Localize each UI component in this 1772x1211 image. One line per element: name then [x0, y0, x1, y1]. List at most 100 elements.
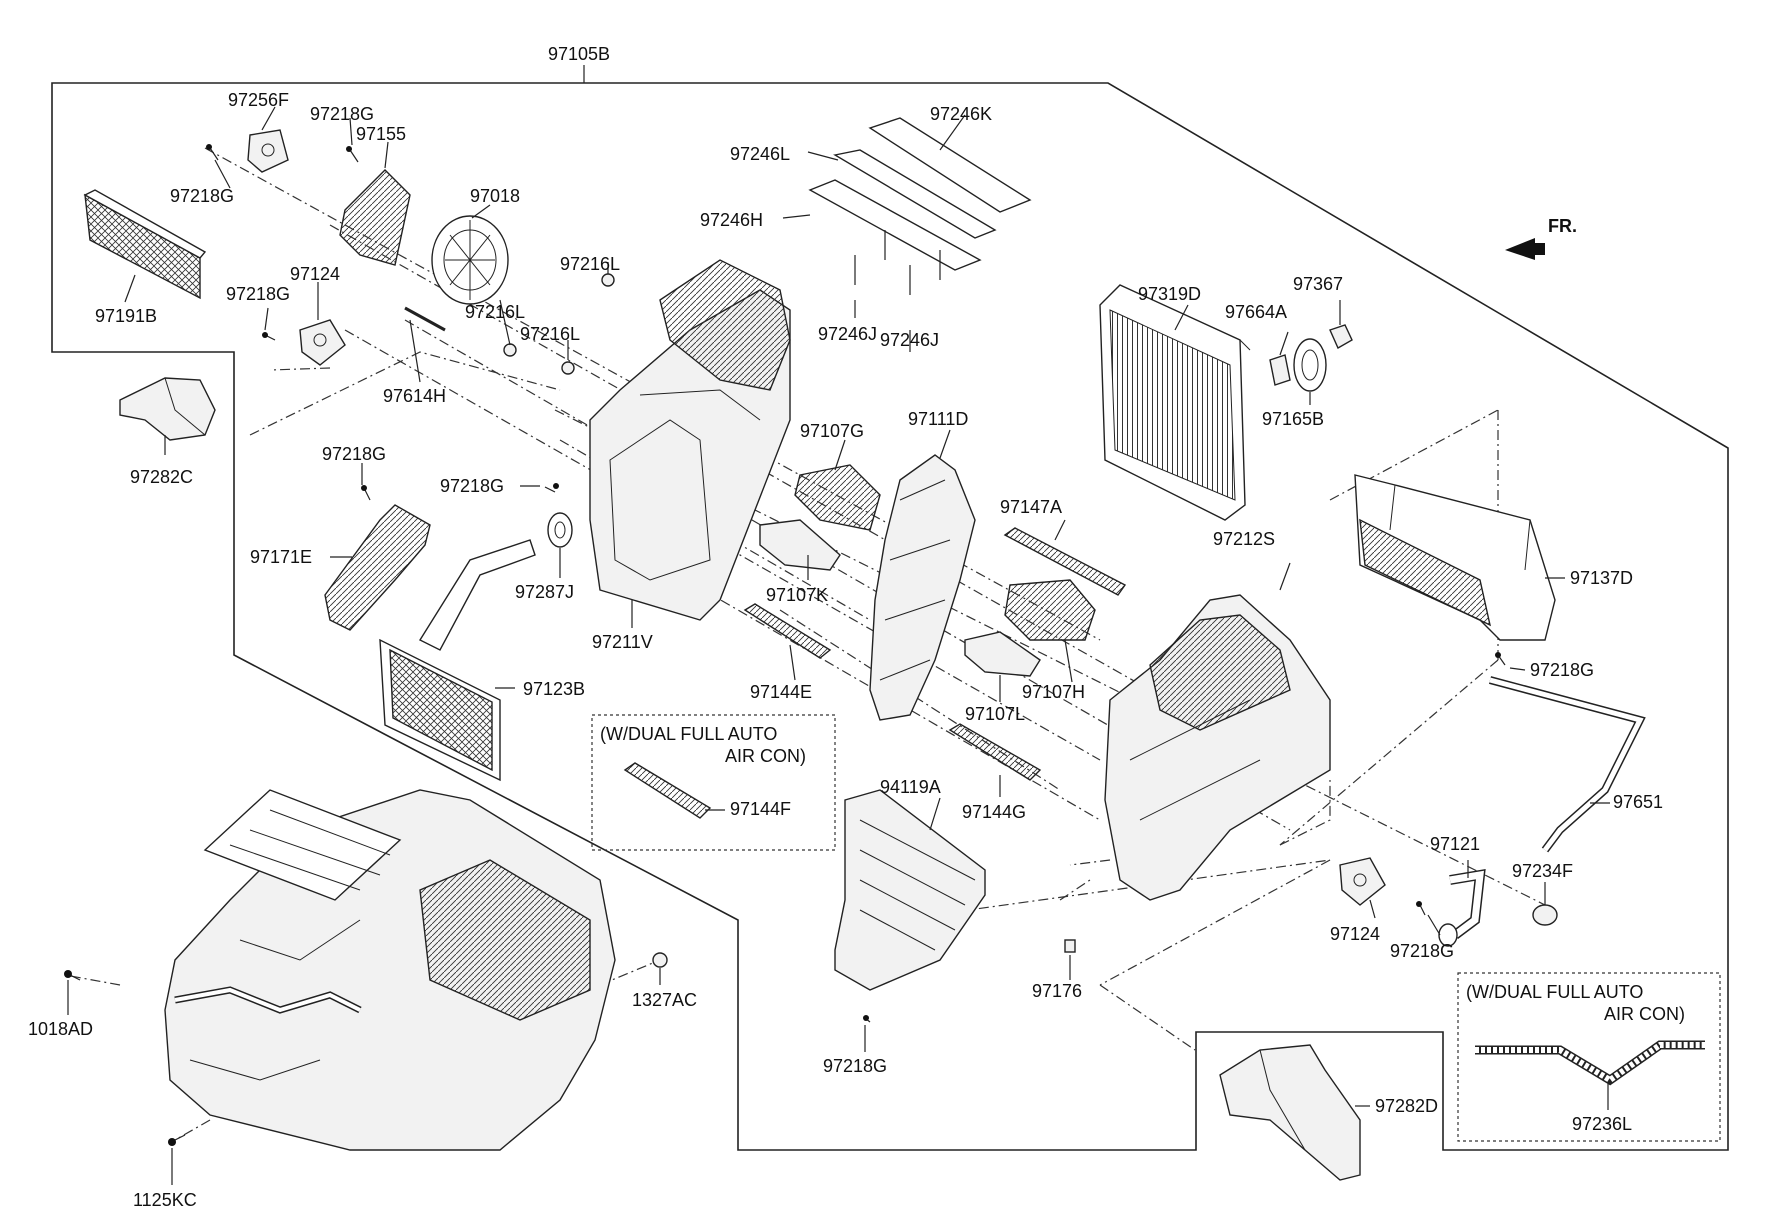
- label-97218G: 97218G: [226, 284, 290, 304]
- leader-lines: [67, 106, 1610, 1185]
- actuator-97124-left: [262, 319, 346, 366]
- fan-97018: [431, 215, 509, 305]
- note-2-line1: (W/DUAL FULL AUTO: [1466, 982, 1643, 1002]
- front-direction-arrow-icon: [1505, 238, 1545, 260]
- label-97191B: 97191B: [95, 306, 157, 326]
- label-97123B: 97123B: [523, 679, 585, 699]
- screw-97218G-left: [206, 144, 219, 161]
- door-97107K: [759, 519, 841, 571]
- label-1327AC: 1327AC: [632, 990, 697, 1010]
- duct-97282D: [1219, 1044, 1361, 1181]
- label-97218G: 97218G: [1390, 941, 1454, 961]
- label-97107G: 97107G: [800, 421, 864, 441]
- rod-97144G: [948, 723, 1042, 781]
- hose-97651: [1488, 676, 1646, 853]
- label-97144F: 97144F: [730, 799, 791, 819]
- hvac-assembly-complete: [64, 789, 668, 1151]
- label-97234F: 97234F: [1512, 861, 1573, 881]
- note-1-line1: (W/DUAL FULL AUTO: [600, 724, 777, 744]
- assembly-outline: [51, 65, 1729, 1151]
- valve-97367: [1329, 324, 1353, 349]
- bracket-97155: [339, 169, 411, 266]
- label-97282D: 97282D: [1375, 1096, 1438, 1116]
- label-97018: 97018: [470, 186, 520, 206]
- actuator-97256F: [247, 129, 289, 173]
- case-97211V: [589, 259, 791, 621]
- actuator-97124-right: [1339, 857, 1426, 916]
- note-texts: (W/DUAL FULL AUTO AIR CON) (W/DUAL FULL …: [600, 724, 1685, 1024]
- label-97614H: 97614H: [383, 386, 446, 406]
- label-1125KC: 1125KC: [133, 1190, 197, 1210]
- door-97107G: [794, 464, 881, 531]
- screw-97218G-top: [346, 146, 359, 163]
- label-97216L: 97216L: [520, 324, 580, 344]
- label-97147A: 97147A: [1000, 497, 1062, 517]
- label-97246K: 97246K: [930, 104, 992, 124]
- label-97144G: 97144G: [962, 802, 1026, 822]
- front-direction-label: FR.: [1548, 216, 1577, 236]
- case-97212S: [1104, 594, 1331, 901]
- label-97124: 97124: [290, 264, 340, 284]
- label-97218G: 97218G: [322, 444, 386, 464]
- case-97137D: [1354, 474, 1556, 666]
- label-97218G: 97218G: [823, 1056, 887, 1076]
- label-97319D: 97319D: [1138, 284, 1201, 304]
- duct-94119A: [834, 789, 986, 1023]
- grommet-97234F: [1532, 904, 1558, 926]
- gasket-97664A: [1269, 354, 1291, 386]
- label-97218G: 97218G: [170, 186, 234, 206]
- label-97216L: 97216L: [560, 254, 620, 274]
- label-94119A: 94119A: [880, 777, 941, 797]
- heater-core-97123B: [379, 539, 536, 782]
- label-97176: 97176: [1032, 981, 1082, 1001]
- label-97121: 97121: [1430, 834, 1480, 854]
- note-2-line2: AIR CON): [1604, 1004, 1685, 1024]
- label-97664A: 97664A: [1225, 302, 1287, 322]
- label-97216L: 97216L: [465, 302, 525, 322]
- door-97107L: [964, 631, 1041, 677]
- front-direction-indicator: FR.: [1505, 216, 1577, 260]
- label-97236L: 97236L: [1572, 1114, 1632, 1134]
- label-97246L: 97246L: [730, 144, 790, 164]
- clip-97176: [1064, 939, 1076, 953]
- label-97218G: 97218G: [1530, 660, 1594, 680]
- gasket-97165B: [1293, 338, 1327, 392]
- label-97256F: 97256F: [228, 90, 289, 110]
- divider-97111D: [869, 454, 976, 721]
- filter-frames-97246: [808, 117, 1032, 295]
- label-97287J: 97287J: [515, 582, 574, 602]
- note-box-dual-auto-1: [591, 714, 836, 851]
- label-97218G: 97218G: [310, 104, 374, 124]
- label-97107K: 97107K: [766, 585, 828, 605]
- label-97171E: 97171E: [250, 547, 312, 567]
- link-97147A: [1003, 527, 1127, 596]
- seal-97287J: [544, 483, 573, 548]
- part-labels: 97105B 97256F 97218G 97155 97218G 97018 …: [28, 44, 1663, 1210]
- label-97246J: 97246J: [818, 324, 877, 344]
- label-97246J: 97246J: [880, 330, 939, 350]
- rod-97144F: [623, 762, 712, 819]
- filter-97191B: [83, 189, 207, 300]
- note-1-line2: AIR CON): [725, 746, 806, 766]
- rod-97614H: [404, 306, 446, 332]
- label-97155: 97155: [356, 124, 406, 144]
- evaporator-97319D: [1099, 284, 1251, 521]
- label-97367: 97367: [1293, 274, 1343, 294]
- label-97651: 97651: [1613, 792, 1663, 812]
- door-97107H: [1004, 579, 1096, 641]
- label-97137D: 97137D: [1570, 568, 1633, 588]
- label-97218G: 97218G: [440, 476, 504, 496]
- label-97165B: 97165B: [1262, 409, 1324, 429]
- label-97211V: 97211V: [592, 632, 653, 652]
- label-97282C: 97282C: [130, 467, 193, 487]
- label-97107H: 97107H: [1022, 682, 1085, 702]
- label-assembly: 97105B: [548, 44, 610, 64]
- label-97246H: 97246H: [700, 210, 763, 230]
- label-97111D: 97111D: [908, 409, 968, 429]
- note-box-dual-auto-2: [1457, 972, 1721, 1142]
- label-97107L: 97107L: [965, 704, 1025, 724]
- label-1018AD: 1018AD: [28, 1019, 93, 1039]
- bracket-97171E: [324, 485, 431, 631]
